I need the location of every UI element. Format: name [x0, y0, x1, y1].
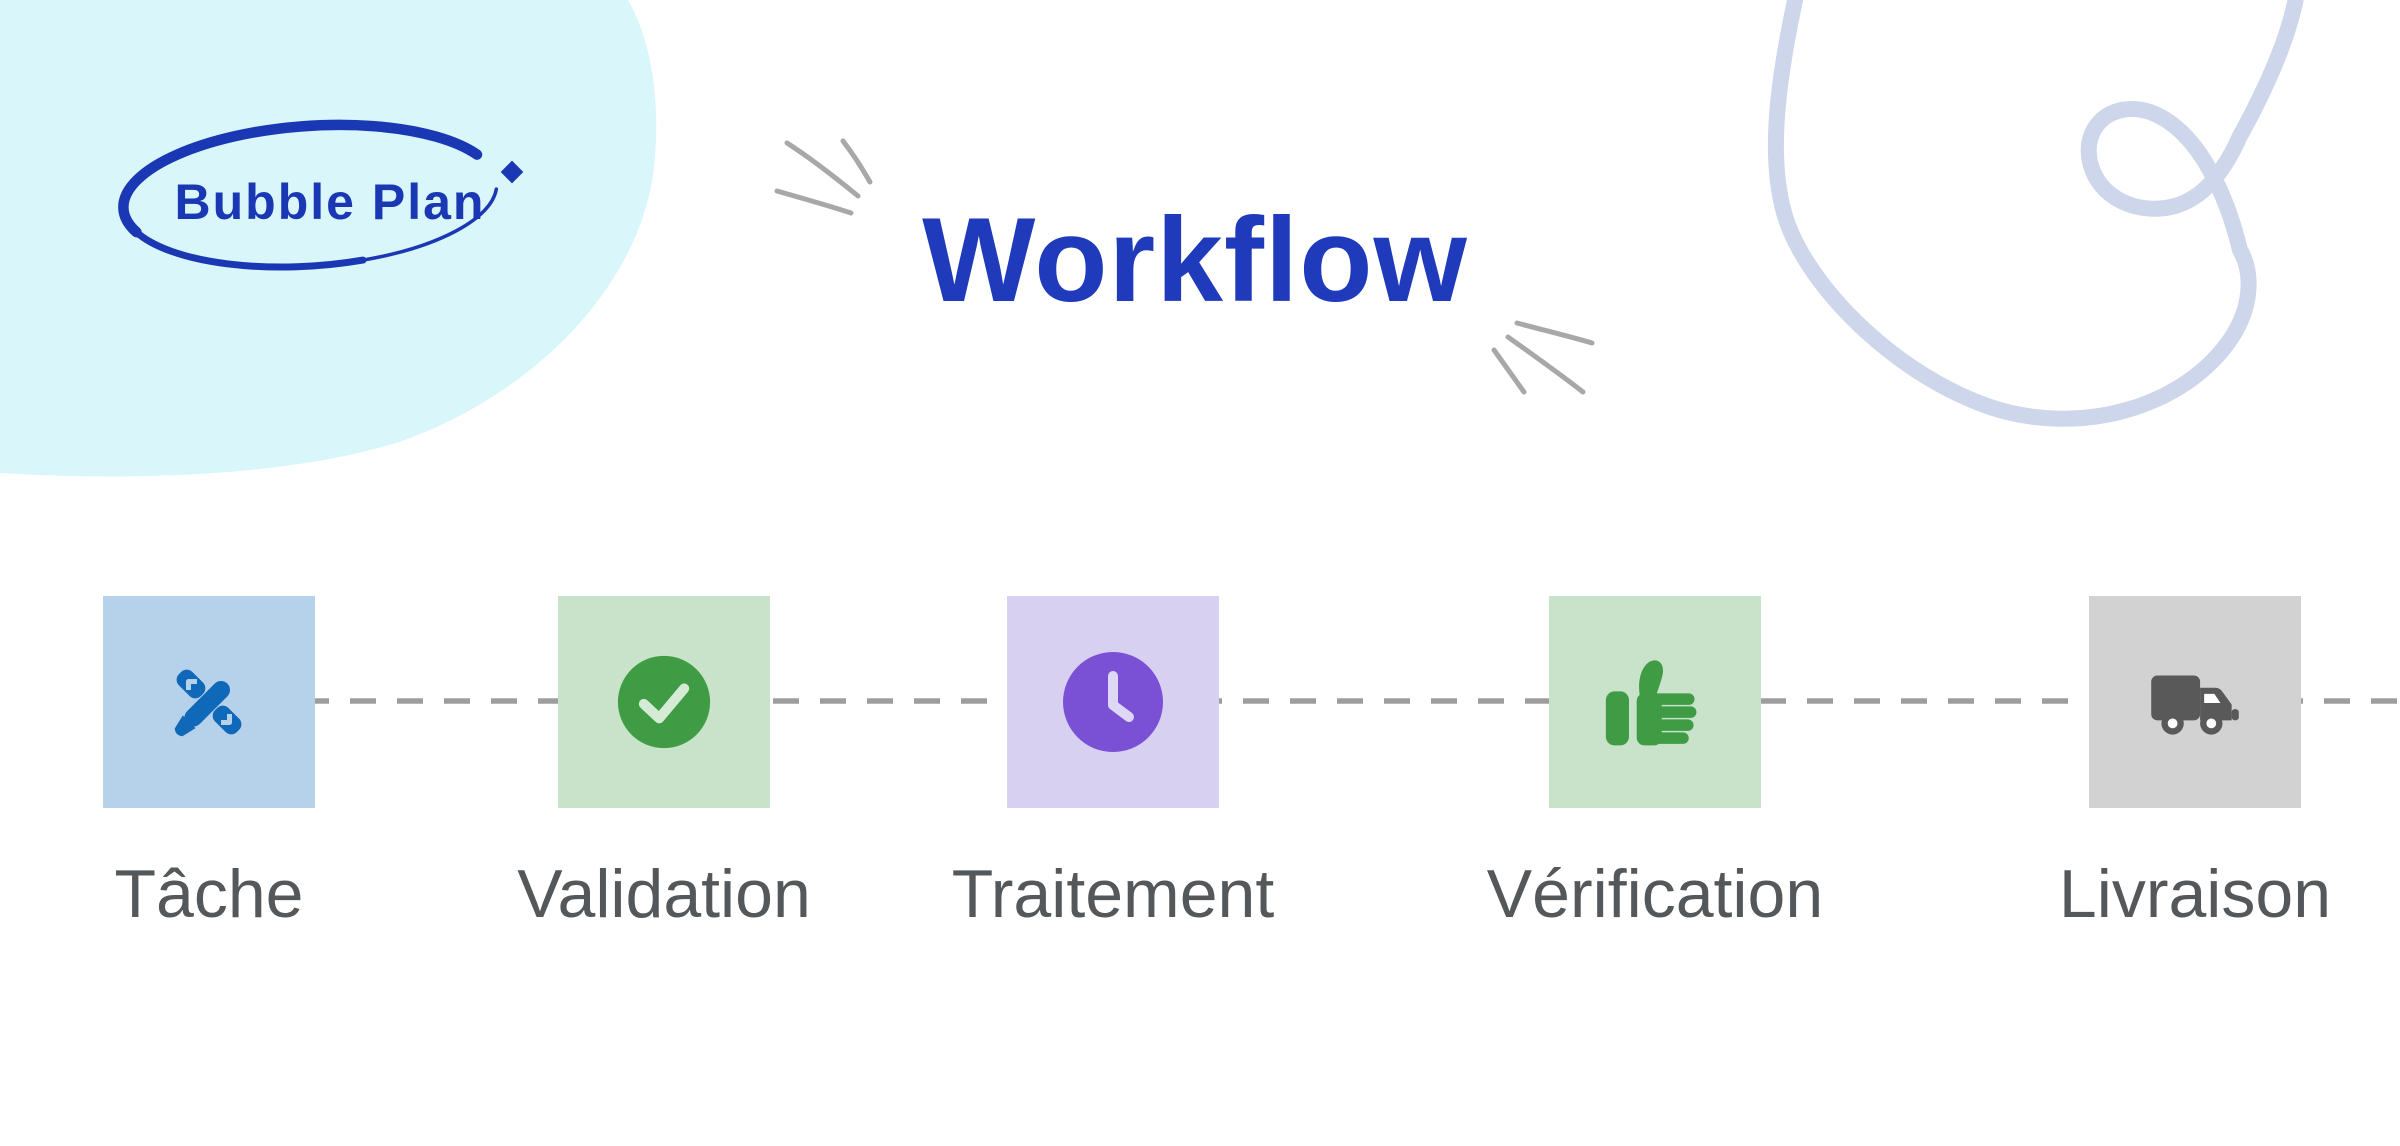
- swirl-doodle-decoration: [1767, 0, 2304, 427]
- logo-diamond-dot: [500, 160, 524, 184]
- step-tile-validation: [558, 596, 770, 808]
- step-label: Tâche: [114, 856, 304, 932]
- logo-ellipse-swoosh: [118, 119, 499, 271]
- accent-marks-bottom-right: [1491, 320, 1595, 395]
- truck-icon: [2151, 675, 2239, 735]
- workflow-step-tache: Tâche: [9, 596, 409, 928]
- page-title: Workflow: [922, 193, 1468, 327]
- workflow-step-livraison: Livraison: [1995, 596, 2395, 928]
- step-tile-traitement: [1007, 596, 1219, 808]
- logo-text: Bubble Plan: [175, 174, 486, 230]
- step-label: Traitement: [951, 856, 1275, 932]
- accent-marks-top-left: [774, 138, 873, 216]
- step-tile-livraison: [2089, 596, 2301, 808]
- thumbs-up-icon: [1605, 660, 1697, 746]
- step-tile-tache: [103, 596, 315, 808]
- step-label: Vérification: [1486, 856, 1824, 932]
- bubble-plan-logo: Bubble Plan: [118, 119, 524, 271]
- workflow-step-validation: Validation: [464, 596, 864, 928]
- check-circle-icon: [617, 655, 711, 749]
- step-tile-verification: [1549, 596, 1761, 808]
- clock-icon: [1063, 652, 1163, 752]
- cyan-blob-decoration: [0, 0, 657, 477]
- workflow-step-verification: Vérification: [1455, 596, 1855, 928]
- workflow-step-traitement: Traitement: [913, 596, 1313, 928]
- step-label: Livraison: [2058, 856, 2332, 932]
- pen-ruler-icon: [174, 669, 242, 737]
- step-label: Validation: [517, 856, 811, 932]
